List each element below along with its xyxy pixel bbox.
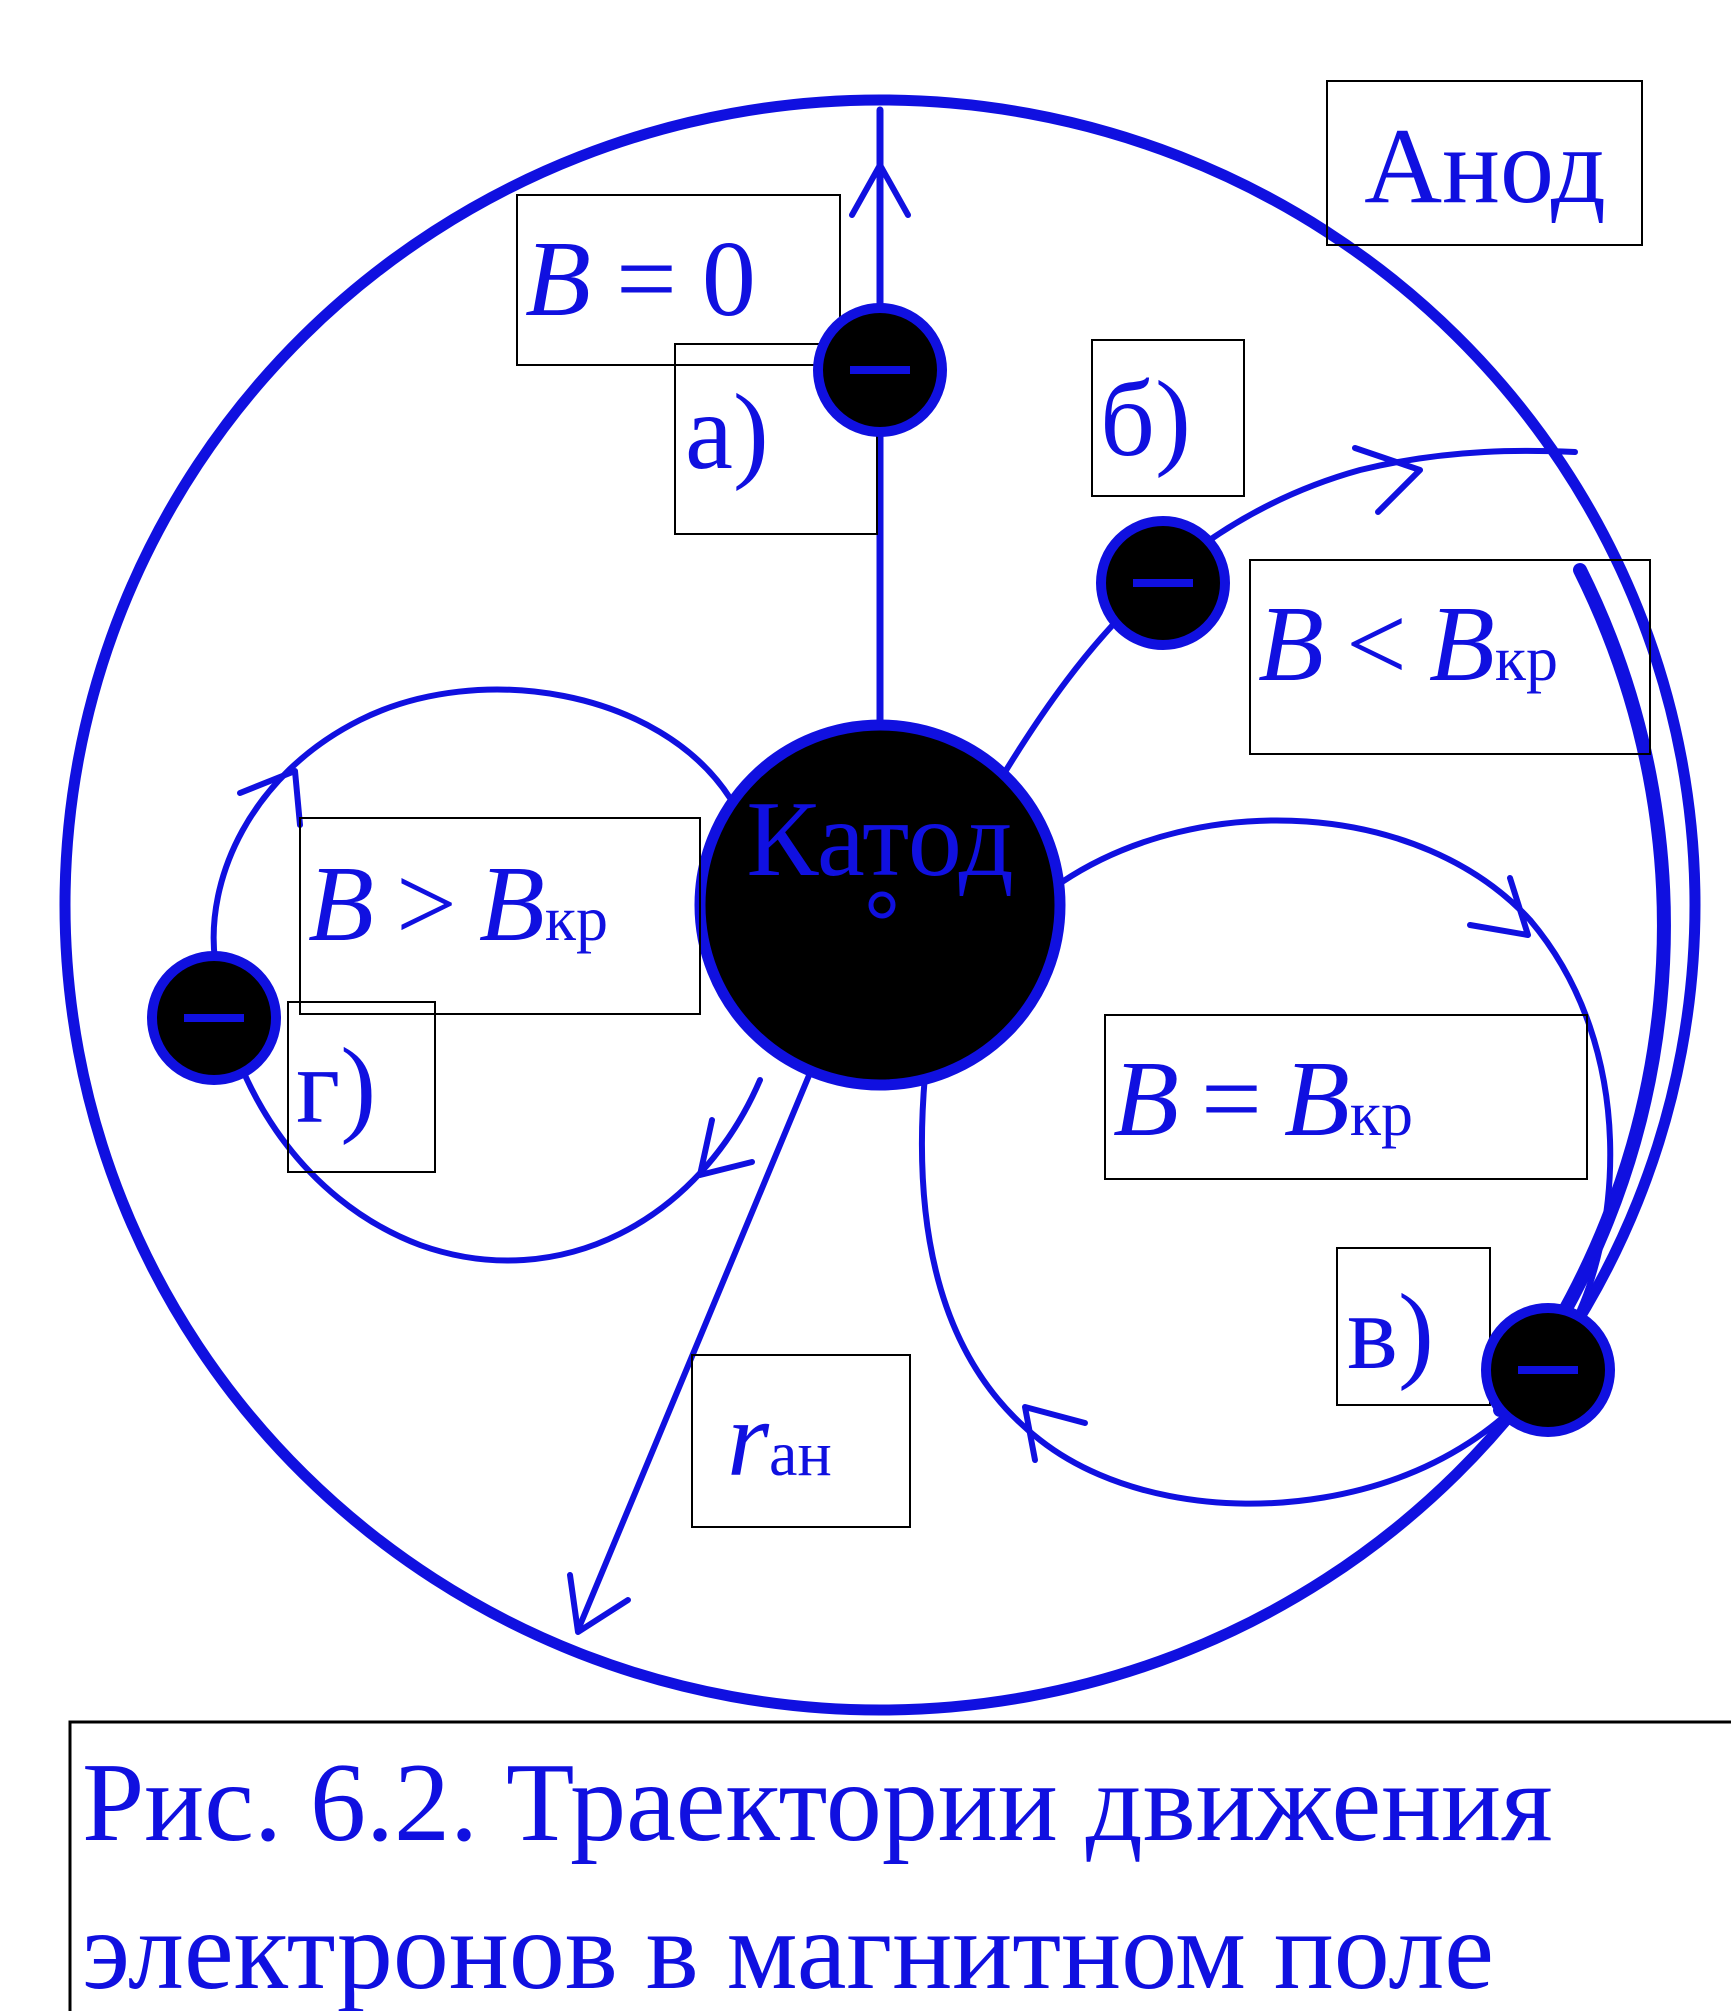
cond-a-label: B=0 [525, 220, 756, 339]
caption-line-1: Рис. 6.2. Траектории движения [82, 1741, 1553, 1865]
trajectory-g-arrow-1 [237, 768, 303, 828]
anode-label: Анод [1364, 107, 1606, 226]
anode-label-box [1326, 80, 1643, 246]
trajectory-v-arrow-1 [1467, 875, 1531, 938]
trajectory-a-arrow [849, 162, 911, 218]
electron-g [147, 951, 281, 1085]
case-a-box [674, 343, 878, 535]
case-g-label: г) [296, 1027, 376, 1146]
case-b-label: б) [1100, 360, 1191, 479]
case-a-label: а) [685, 373, 769, 492]
cathode-label: Катод [746, 780, 1013, 899]
trajectory-g-arrow-2 [697, 1117, 755, 1178]
trajectory-b-path [1002, 447, 1578, 775]
anode-circle [59, 94, 1701, 1716]
cond-g-box [299, 817, 701, 1015]
case-g-box [287, 1001, 436, 1173]
trajectory-v-arrow-2 [1022, 1404, 1088, 1463]
cathode-center-dot [868, 891, 896, 919]
electron-a [813, 303, 947, 437]
caption-line-2: электронов в магнитном поле [82, 1889, 1494, 2011]
cond-g-label: B>Bкр [308, 845, 608, 964]
radius-label-box [691, 1354, 911, 1528]
trajectory-b-arrow [1352, 445, 1423, 515]
electron-v [1481, 1303, 1615, 1437]
cond-v-box [1104, 1014, 1588, 1180]
case-b-box [1091, 339, 1245, 497]
anode-thick-segment [1493, 563, 1671, 1417]
cond-b-box [1249, 559, 1651, 755]
case-v-label: в) [1347, 1273, 1434, 1392]
caption-frame [68, 1720, 1731, 2011]
radius-arrow [567, 1572, 631, 1635]
electron-b [1096, 516, 1230, 650]
cond-v-label: B=Bкр [1113, 1040, 1413, 1159]
case-v-box [1336, 1247, 1491, 1406]
cond-a-box [516, 194, 841, 366]
cond-b-label: B<Bкр [1258, 585, 1558, 704]
radius-label: rан [727, 1380, 832, 1499]
